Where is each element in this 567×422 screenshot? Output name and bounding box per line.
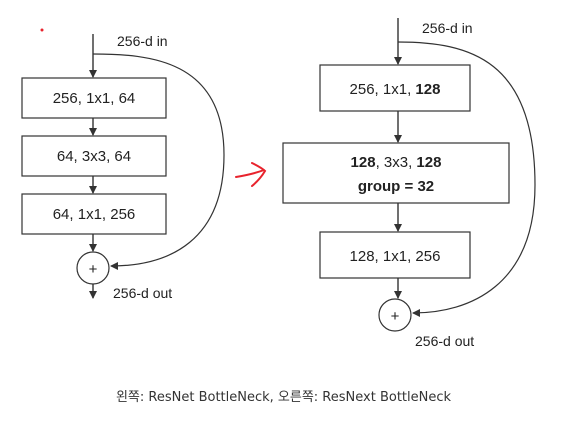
right-layer-2-mid: , 3x3, xyxy=(376,154,417,171)
right-add-symbol: + xyxy=(391,308,400,325)
left-layer-3 xyxy=(21,193,167,235)
right-layer-1-bold: 128 xyxy=(415,81,440,98)
right-layer-1-label: 256, 1x1, 128 xyxy=(350,81,441,98)
red-arrow-icon xyxy=(235,162,267,187)
left-input-label: 256-d in xyxy=(117,33,168,49)
right-layer-1-prefix: 256, 1x1, xyxy=(350,81,416,98)
left-layer-2 xyxy=(21,135,167,177)
right-skip-connection xyxy=(397,41,536,317)
left-layer-2-label: 64, 3x3, 64 xyxy=(57,148,131,165)
right-layer-3-label: 128, 1x1, 256 xyxy=(350,248,441,265)
right-add-node xyxy=(378,298,412,332)
right-layer-2-bold2: 128 xyxy=(416,154,441,171)
right-output-label: 256-d out xyxy=(415,333,474,349)
right-layer-3 xyxy=(319,231,471,279)
caption: 왼쪽: ResNet BottleNeck, 오른쪽: ResNext Bott… xyxy=(115,390,452,405)
left-output-label: 256-d out xyxy=(113,285,172,301)
right-layer-2-label: 128, 3x3, 128 xyxy=(351,154,442,171)
right-layer-2-group: group = 32 xyxy=(358,178,434,195)
left-layer-1-label: 256, 1x1, 64 xyxy=(53,90,136,107)
left-layer-3-label: 64, 1x1, 256 xyxy=(53,206,136,223)
left-add-symbol: + xyxy=(89,261,98,278)
right-layer-1 xyxy=(319,64,471,112)
left-layer-1 xyxy=(21,77,167,119)
right-layer-2-bold1: 128 xyxy=(351,154,376,171)
red-dot xyxy=(40,28,44,32)
left-bottleneck-block: 256-d in 256, 1x1, 64 64, 3x3, 64 64, 1x… xyxy=(21,33,225,301)
right-input-label: 256-d in xyxy=(422,20,473,36)
right-layer-2 xyxy=(282,142,510,204)
left-skip-connection xyxy=(92,53,225,270)
right-bottleneck-block: 256-d in 256, 1x1, 128 128, 3x3, 128 gro… xyxy=(282,18,536,349)
